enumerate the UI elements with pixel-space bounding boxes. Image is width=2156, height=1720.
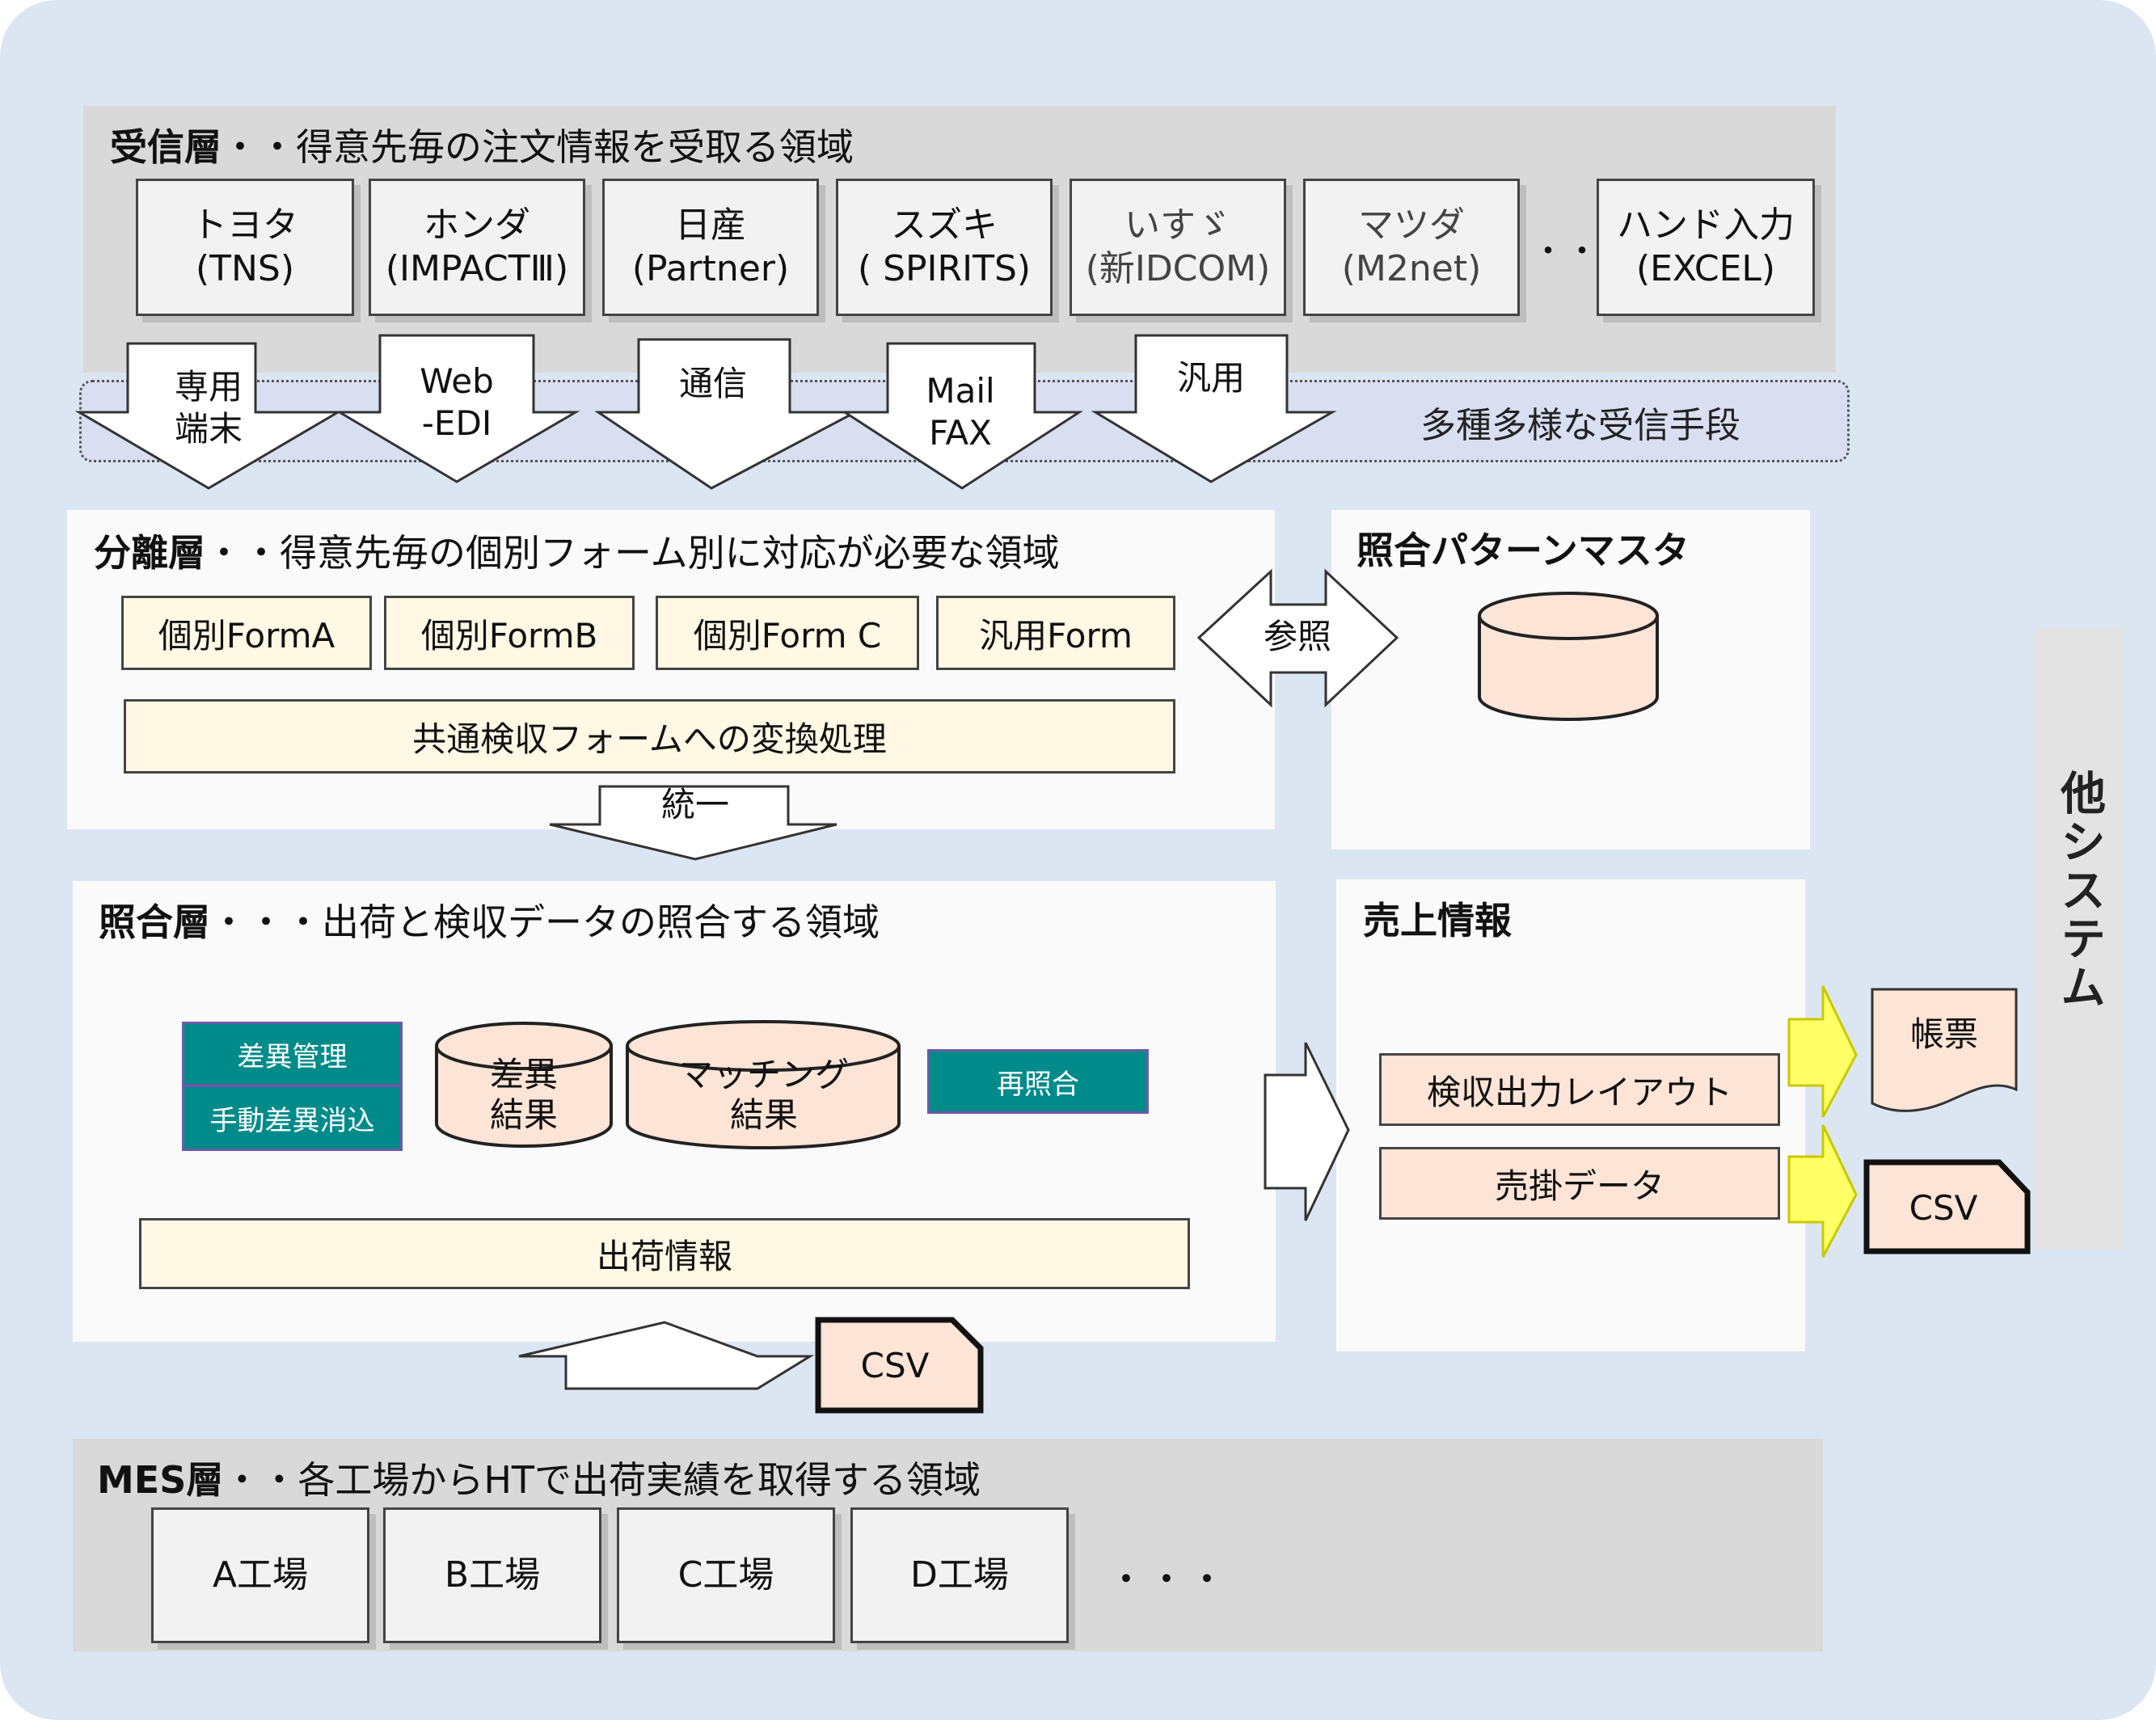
customer-box-mazda: マツダ(M2net) [1303,179,1520,316]
sales-info-title: 売上情報 [1363,899,1512,942]
report-label: 帳票 [1909,1014,1978,1054]
to-sales-right-arrow [1264,1042,1350,1221]
csv-output-document [1863,1159,2031,1254]
customer-box-suzuki: スズキ( SPIRITS) [836,179,1053,316]
factory-box-c: C工場 [617,1507,835,1643]
rematch-button: 再照合 [927,1049,1149,1114]
diff-result-cylinder [435,1022,613,1148]
form-box-a: 個別FormA [121,596,372,670]
factory-ellipsis: ・・・ [1108,1558,1229,1601]
csv-import-up-arrow [518,1321,815,1390]
yellow-arrow-to-csv [1787,1124,1858,1258]
factory-box-d: D工場 [850,1507,1069,1643]
csv-input-label: CSV [860,1345,930,1385]
down-arrow-mail-fax [840,342,1084,490]
inspection-output-layout-box: 検収出力レイアウト [1379,1053,1780,1126]
reference-arrow-label: 参照 [1263,616,1331,656]
reference-double-arrow [1196,568,1399,708]
customer-box-honda: ホンダ(IMPACTⅢ) [369,179,585,316]
means-label-generic: 汎用 [1176,357,1245,398]
means-label-communication: 通信 [678,363,747,403]
customer-box-isuzu: いすゞ(新IDCOM) [1070,179,1286,316]
diff-result-label: 差異 結果 [489,1054,558,1135]
down-arrow-dedicated-terminal [74,342,343,490]
form-box-b: 個別FormB [384,596,635,670]
receive-layer-title: 受信層・・得意先毎の注文情報を受取る領域 [110,125,854,169]
matching-layer-title: 照合層・・・出荷と検収データの照合する領域 [99,900,880,944]
yellow-arrow-to-report [1787,985,1858,1118]
form-box-generic: 汎用Form [936,596,1175,670]
factory-box-b: B工場 [383,1507,601,1643]
separation-layer-title: 分離層・・得意先毎の個別フォーム別に対応が必要な領域 [94,531,1060,575]
down-arrow-web-edi [335,334,580,483]
matching-result-cylinder [626,1020,901,1149]
diff-management-button: 差異管理 [182,1022,403,1086]
down-arrow-generic [1091,334,1337,483]
means-label-mail-fax: Mail FAX [926,370,995,453]
receive-means-label: 多種多様な受信手段 [1420,405,1740,446]
manual-diff-clear-button: 手動差異消込 [182,1085,403,1151]
other-system-bar: 他システム [2035,628,2124,1249]
master-database-cylinder [1478,592,1659,721]
shipping-info-bar: 出荷情報 [139,1218,1190,1289]
master-title: 照合パターンマスタ [1356,529,1690,572]
matching-result-label: マッチング 結果 [678,1054,849,1135]
report-document [1871,988,2018,1112]
form-box-c: 個別Form C [656,596,919,670]
down-arrow-communication [594,338,856,490]
customer-box-nissan: 日産(Partner) [602,179,819,316]
customer-box-toyota: トヨタ(TNS) [136,179,354,316]
mes-layer-title: MES層・・各工場からHTで出荷実績を取得する領域 [97,1458,981,1502]
unify-down-arrow [549,785,838,861]
unify-arrow-label: 統一 [660,784,729,824]
csv-output-label: CSV [1909,1187,1978,1228]
convert-process-bar: 共通検収フォームへの変換処理 [124,699,1175,774]
factory-box-a: A工場 [151,1507,369,1643]
customer-box-hand-input: ハンド入力(EXCEL) [1597,179,1815,316]
means-label-dedicated-terminal: 専用 端末 [174,366,243,449]
csv-input-document [815,1317,984,1414]
means-label-web-edi: Web -EDI [420,360,494,444]
accounts-receivable-box: 売掛データ [1379,1147,1780,1220]
